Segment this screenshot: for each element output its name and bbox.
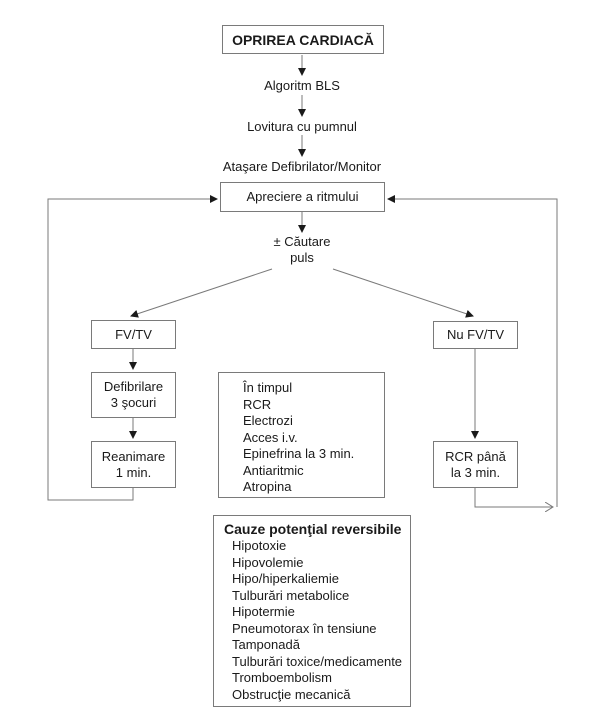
non-vf-vt-box: Nu FV/TV	[433, 321, 518, 349]
during-cpr-item: În timpul	[243, 380, 293, 395]
reversible-cause-item: Tulburări metabolice	[232, 587, 350, 603]
during-cpr-item: RCR	[243, 396, 272, 412]
cardiac-arrest-title-box: OPRIREA CARDIACĂ	[222, 25, 384, 54]
reversible-cause-item: Hipovolemie	[232, 554, 304, 570]
loop-right-bottom	[474, 487, 553, 507]
reversible-causes-box: Cauze potenţial reversibile Hipotoxie Hi…	[213, 515, 411, 707]
cpr-3min-box: RCR până la 3 min.	[433, 441, 518, 488]
loop-right-return	[387, 195, 558, 507]
non-vf-vt-label: Nu FV/TV	[446, 327, 505, 342]
defibrillation-box: Defibrilare 3 şocuri	[91, 372, 176, 418]
reversible-cause-item: Hipo/hiperkaliemie	[232, 571, 339, 586]
during-cpr-item: Atropina	[243, 479, 292, 494]
reversible-cause-item: Tamponadă	[232, 637, 300, 652]
arrow-pulse-to-fvtv	[130, 268, 273, 318]
resuscitation-label: Reanimare 1 min.	[101, 448, 166, 480]
rhythm-assessment-box: Apreciere a ritmului	[220, 182, 385, 212]
arrow-pulse-to-nufvtv	[332, 268, 474, 318]
reversible-cause-item: Obstrucţie mecanică	[232, 686, 351, 702]
during-cpr-item: Antiaritmic	[243, 462, 304, 478]
rhythm-assessment-label: Apreciere a ritmului	[246, 189, 359, 204]
loop-left-return	[47, 195, 218, 501]
pulse-check: ± Căutare puls	[273, 234, 331, 265]
vf-vt-label: FV/TV	[115, 326, 152, 342]
step-bls: Algoritm BLS	[264, 78, 340, 93]
during-cpr-item: Electrozi	[243, 413, 293, 428]
step-attach: Ataşare Defibrilator/Monitor	[222, 159, 382, 174]
reversible-cause-item: Hipotoxie	[232, 538, 287, 553]
during-cpr-item: Acces i.v.	[243, 429, 298, 445]
cpr-3min-label: RCR până la 3 min.	[445, 448, 506, 480]
reversible-cause-item: Tulburări toxice/medicamente	[232, 653, 403, 669]
vf-vt-box: FV/TV	[91, 320, 176, 349]
resuscitation-box: Reanimare 1 min.	[91, 441, 176, 488]
during-cpr-box: În timpul RCR Electrozi Acces i.v. Epine…	[218, 372, 385, 498]
during-cpr-item: Epinefrina la 3 min.	[243, 446, 355, 461]
defibrillation-label: Defibrilare 3 şocuri	[103, 379, 164, 410]
reversible-cause-item: Tromboembolism	[232, 670, 332, 685]
cardiac-arrest-title: OPRIREA CARDIACĂ	[232, 31, 374, 48]
step-punch: Lovitura cu pumnul	[247, 119, 357, 134]
reversible-cause-item: Hipotermie	[232, 604, 295, 619]
reversible-causes-heading: Cauze potenţial reversibile	[224, 521, 402, 537]
reversible-cause-item: Pneumotorax în tensiune	[232, 620, 377, 636]
